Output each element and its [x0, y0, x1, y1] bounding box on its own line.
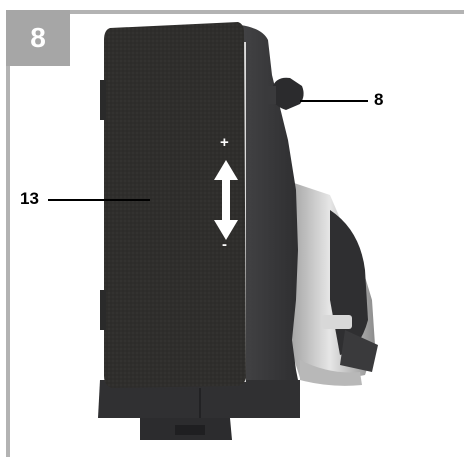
sander-housing — [98, 25, 300, 440]
arrow-sign-minus: - — [222, 236, 227, 253]
figure-number-badge: 8 — [6, 10, 70, 66]
arrow-sign-plus: + — [220, 134, 229, 151]
adjust-knob — [266, 77, 304, 110]
callout-sanding-belt: 13 — [20, 189, 39, 208]
callout-adjust-knob: 8 — [374, 90, 384, 109]
frame-border-top — [6, 10, 464, 14]
motor-housing — [285, 180, 378, 386]
sanding-belt — [100, 22, 246, 388]
adjust-double-arrow — [214, 160, 238, 240]
figure-number: 8 — [30, 22, 46, 53]
frame-border-left — [6, 10, 10, 457]
